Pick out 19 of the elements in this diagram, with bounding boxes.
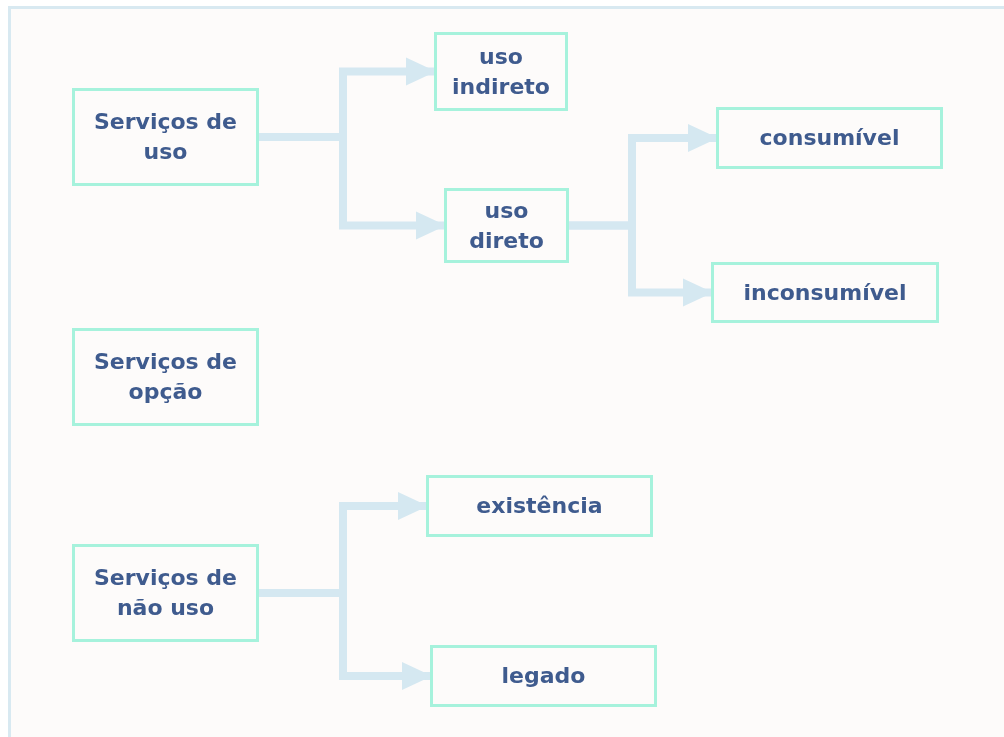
category-box (434, 32, 568, 111)
node-label: Serviços de não uso (92, 564, 239, 622)
category-box (711, 262, 939, 323)
node-label: uso direto (468, 196, 545, 255)
node-label: existência (475, 492, 604, 520)
category-box (430, 645, 657, 707)
node-label: legado (500, 662, 587, 690)
category-box (716, 107, 943, 169)
category-box (426, 475, 653, 537)
category-box (444, 188, 569, 263)
node-label: inconsumível (742, 278, 908, 307)
node-label: consumível (758, 124, 901, 152)
node-label: Serviços de uso (92, 108, 239, 166)
category-box (72, 544, 259, 642)
node-label: uso indireto (451, 42, 551, 101)
category-box (72, 88, 259, 186)
category-box (72, 328, 259, 426)
node-label: Serviços de opção (92, 348, 239, 406)
arrow (569, 221, 713, 307)
